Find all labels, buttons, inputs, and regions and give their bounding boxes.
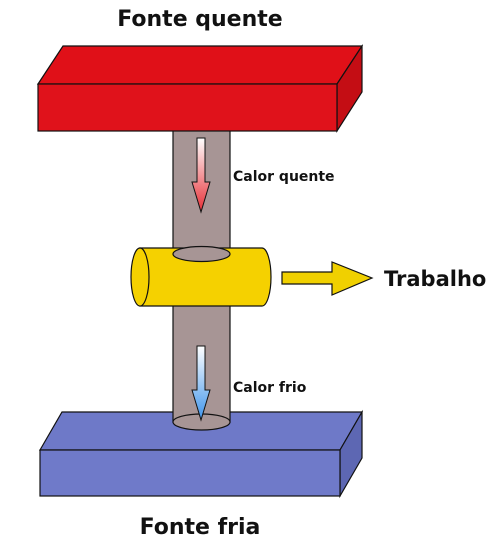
cold-heat-label: Calor frio — [233, 380, 307, 396]
shaft-top-opening — [172, 245, 231, 263]
work-label: Trabalho — [384, 267, 486, 291]
cold-source-title: Fonte fria — [140, 515, 261, 540]
engine-cylinder — [130, 245, 272, 307]
hot-heat-label: Calor quente — [233, 169, 335, 185]
cold-heat-arrow-icon — [191, 345, 211, 422]
work-arrow-icon — [281, 261, 374, 296]
hot-heat-arrow-icon — [191, 137, 211, 214]
hot-source-block — [36, 43, 364, 134]
hot-source-title: Fonte quente — [117, 7, 282, 32]
cold-source-block — [38, 409, 364, 499]
